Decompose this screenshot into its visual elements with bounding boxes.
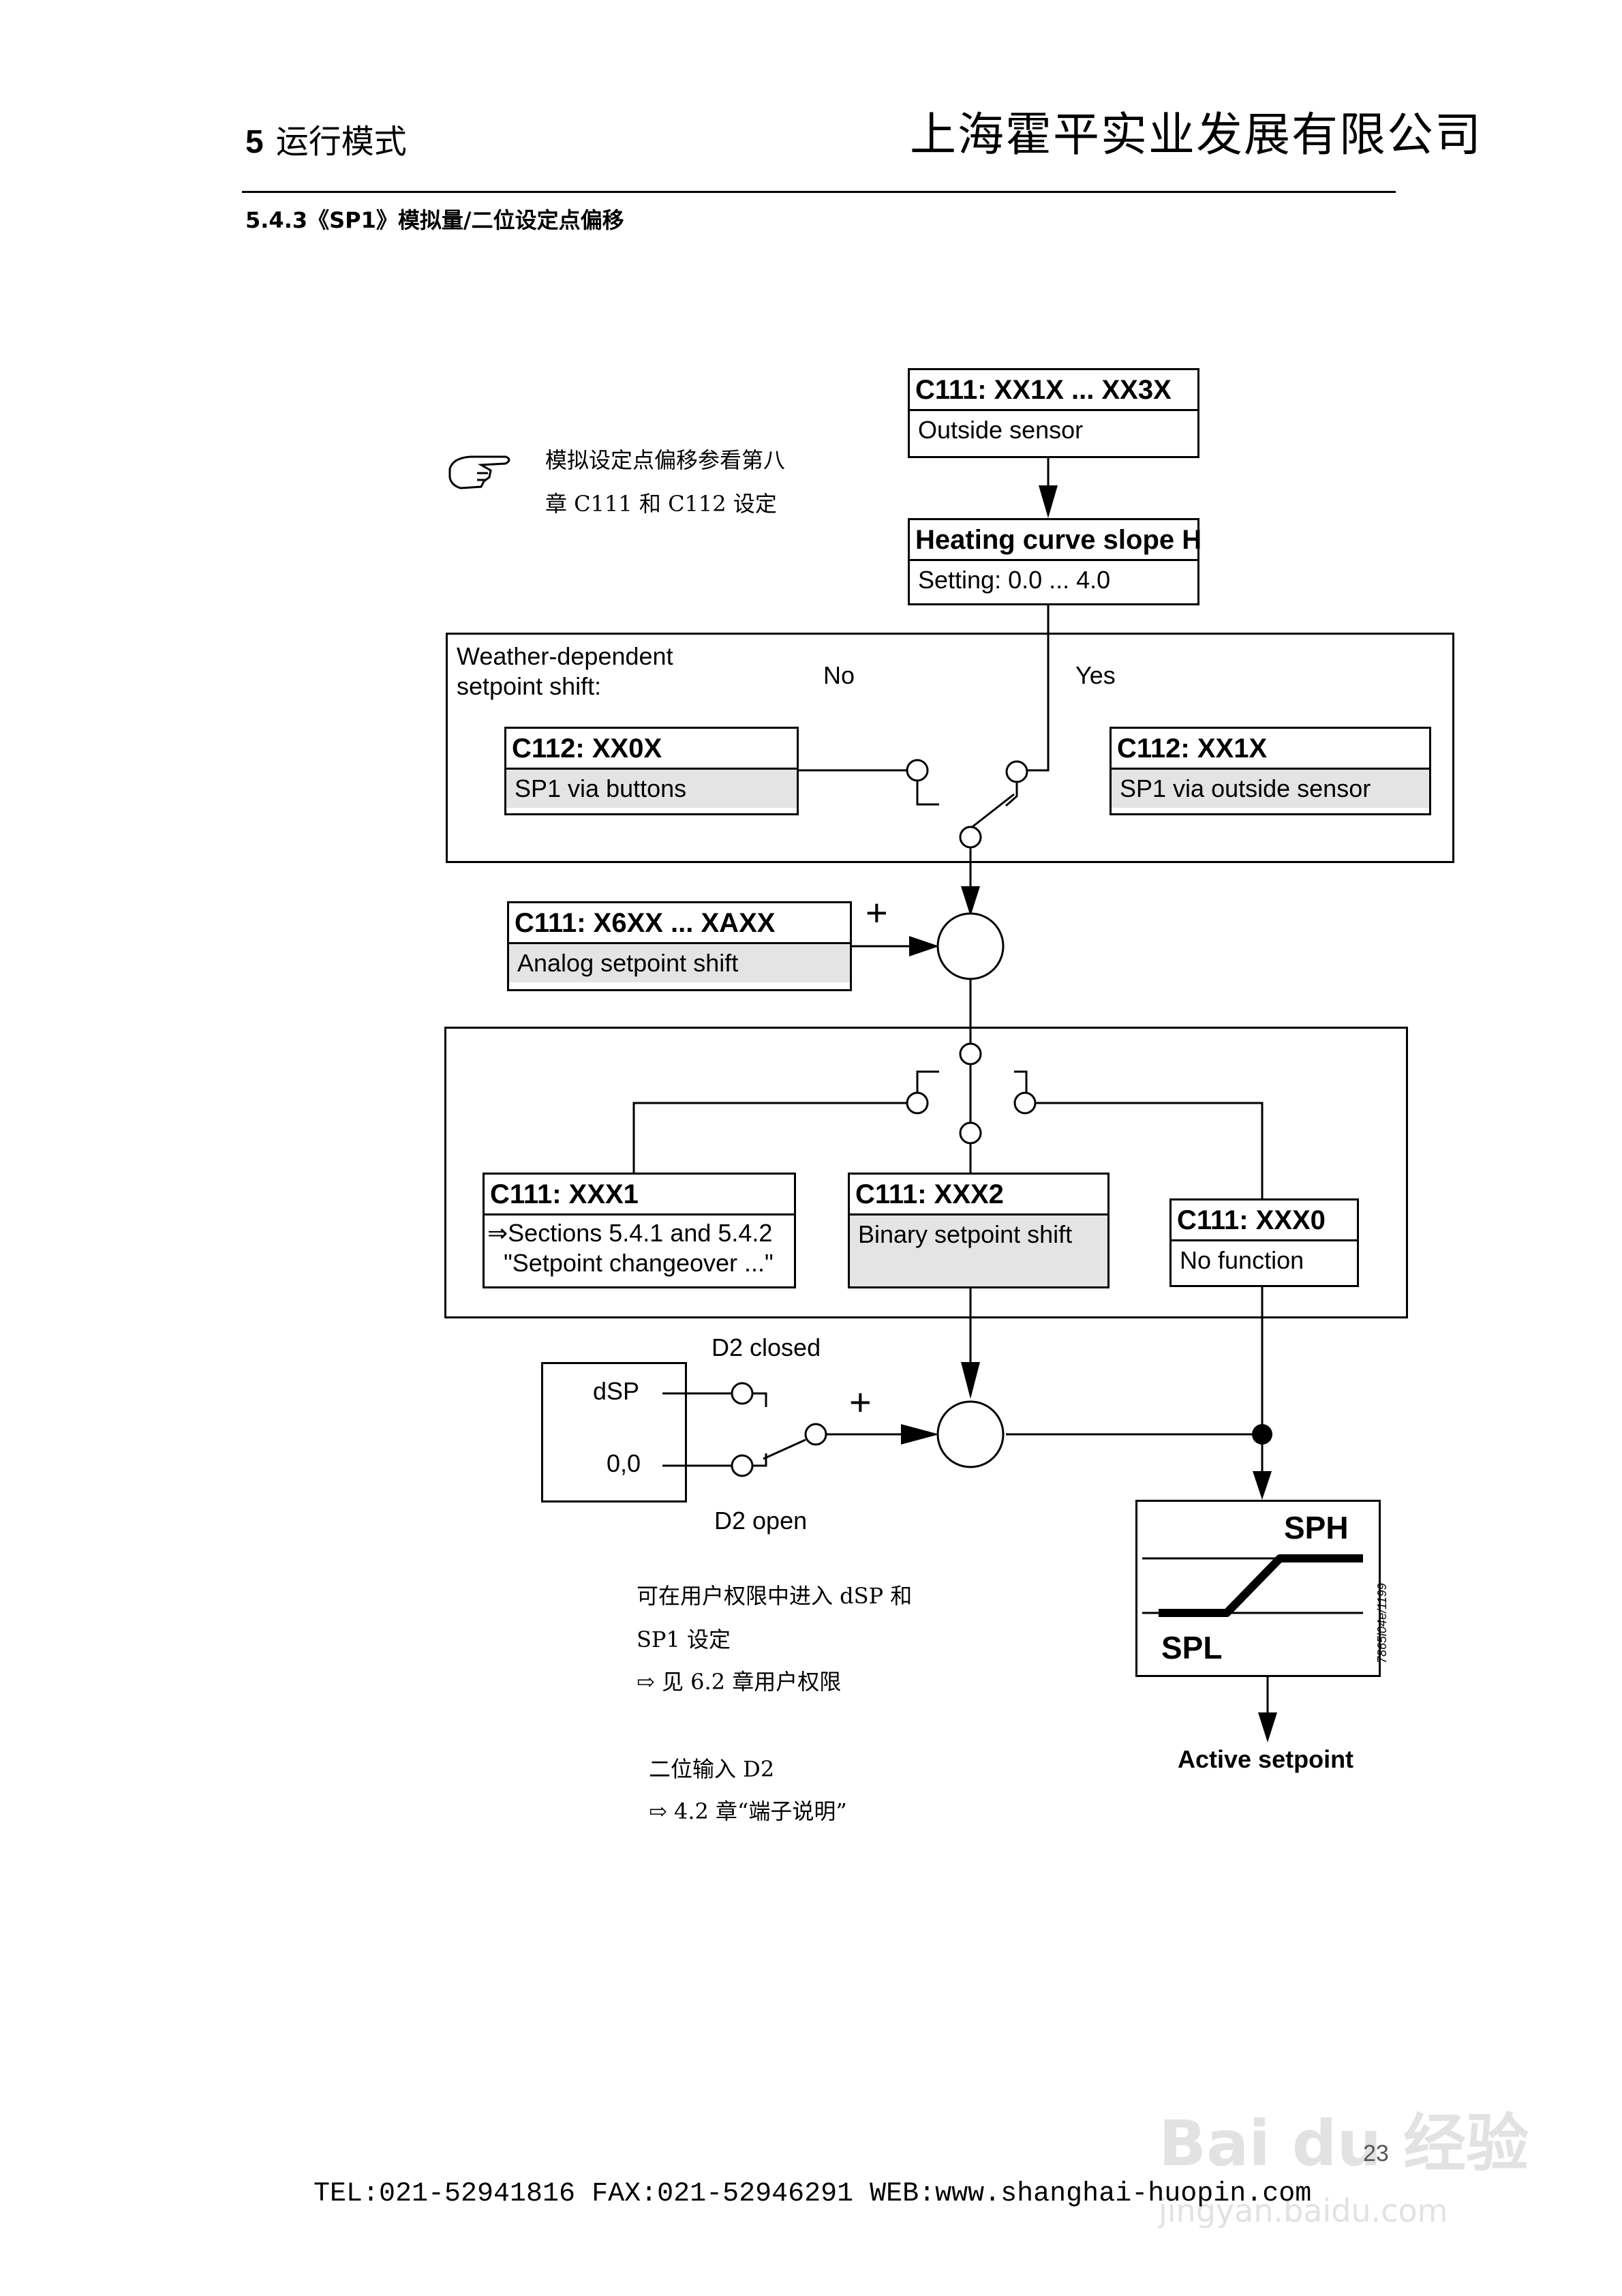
chapter-heading: 5 运行模式 (245, 115, 407, 162)
d2-closed-label: D2 closed (711, 1333, 821, 1361)
box-code: C111: XXX1 (485, 1175, 794, 1215)
box-code: Heating curve slope H (910, 520, 1202, 561)
box-code: C111: XXX0 (1172, 1200, 1357, 1241)
weather-no-label: No (823, 661, 855, 689)
diagram-code: 7865l04e/1199 (1375, 1583, 1389, 1663)
weather-label-line-1: Weather-dependent (457, 642, 673, 670)
pointing-hand-icon (448, 455, 510, 489)
header-divider (242, 191, 1396, 193)
active-setpoint-label: Active setpoint (1178, 1745, 1354, 1773)
page-number: 23 (1363, 2141, 1389, 2166)
xxx1-desc-line-1: Sections 5.4.1 and 5.4.2 (508, 1219, 773, 1247)
company-name: 上海霍平实业发展有限公司 (910, 108, 1483, 162)
dsp-label: dSP (593, 1377, 640, 1405)
chapter-title: 运行模式 (275, 123, 407, 161)
note-bottom-line-1: 可在用户权限中进入 dSP 和 (637, 1583, 913, 1609)
arrow-right-icon: ⇒ (487, 1219, 508, 1247)
xxx1-desc-line-2: "Setpoint changeover ..." (504, 1249, 774, 1277)
note-bottom-line-4: 二位输入 D2 (649, 1756, 775, 1782)
box-code: C112: XX0X (506, 729, 797, 770)
spl-label: SPL (1161, 1630, 1223, 1665)
box-code: C111: X6XX ... XAXX (509, 903, 850, 944)
box-code: C111: XX1X ... XX3X (910, 370, 1197, 411)
weather-yes-label: Yes (1075, 661, 1116, 689)
heating-curve-box: Heating curve slope H Setting: 0.0 ... 4… (908, 518, 1202, 605)
xxx2-box: C111: XXX2 Binary setpoint shift (848, 1173, 1110, 1288)
summing-junction-2 (936, 1400, 1005, 1468)
watermark-logo: Bai du 经验 (1159, 2107, 1529, 2180)
chapter-number: 5 (245, 124, 264, 160)
sp1-buttons-box: C112: XX0X SP1 via buttons (504, 727, 799, 815)
note-line-2: 章 C111 和 C112 设定 (545, 491, 777, 517)
note-bottom-line-3: ⇨ 见 6.2 章用户权限 (637, 1669, 842, 1695)
note-bottom-line-2: SP1 设定 (637, 1627, 731, 1652)
summing-junction-1 (936, 912, 1005, 980)
box-desc: ⇒Sections 5.4.1 and 5.4.2 "Setpoint chan… (485, 1215, 794, 1278)
box-desc: Binary setpoint shift (850, 1215, 1107, 1286)
note-line-1: 模拟设定点偏移参看第八 (545, 447, 786, 473)
box-code: C112: XX1X (1112, 729, 1429, 770)
weather-label-line-2: setpoint shift: (457, 672, 602, 700)
d2-frame (541, 1362, 687, 1502)
xxx0-box: C111: XXX0 No function (1169, 1198, 1359, 1287)
setpoint-chart (1135, 1500, 1381, 1677)
box-desc: Outside sensor (918, 416, 1084, 444)
sph-label: SPH (1284, 1510, 1349, 1545)
box-code: C111: XXX2 (850, 1175, 1107, 1215)
watermark-url: jingyan.baidu.com (1159, 2192, 1448, 2229)
section-title: 5.4.3《SP1》模拟量/二位设定点偏移 (245, 207, 624, 233)
zero-label: 0,0 (607, 1449, 641, 1477)
plus-sign-2: + (849, 1380, 872, 1423)
box-desc: SP1 via outside sensor (1112, 770, 1429, 808)
box-desc: No function (1180, 1246, 1304, 1274)
plus-sign: + (866, 891, 888, 934)
sp1-outside-box: C112: XX1X SP1 via outside sensor (1110, 727, 1431, 815)
weather-frame (446, 633, 1454, 863)
box-desc: Setting: 0.0 ... 4.0 (918, 566, 1111, 594)
analog-shift-box: C111: X6XX ... XAXX Analog setpoint shif… (507, 901, 852, 991)
function-frame (444, 1027, 1408, 1318)
note-bottom-line-5: ⇨ 4.2 章“端子说明” (649, 1798, 847, 1824)
box-desc: Analog setpoint shift (509, 944, 850, 982)
box-desc: SP1 via buttons (506, 770, 797, 808)
outside-sensor-box: C111: XX1X ... XX3X Outside sensor (908, 368, 1199, 458)
footer-contact: TEL:021-52941816 FAX:021-52946291 WEB:ww… (313, 2179, 1312, 2209)
d2-open-label: D2 open (714, 1507, 808, 1535)
xxx1-box: C111: XXX1 ⇒Sections 5.4.1 and 5.4.2 "Se… (483, 1173, 796, 1288)
